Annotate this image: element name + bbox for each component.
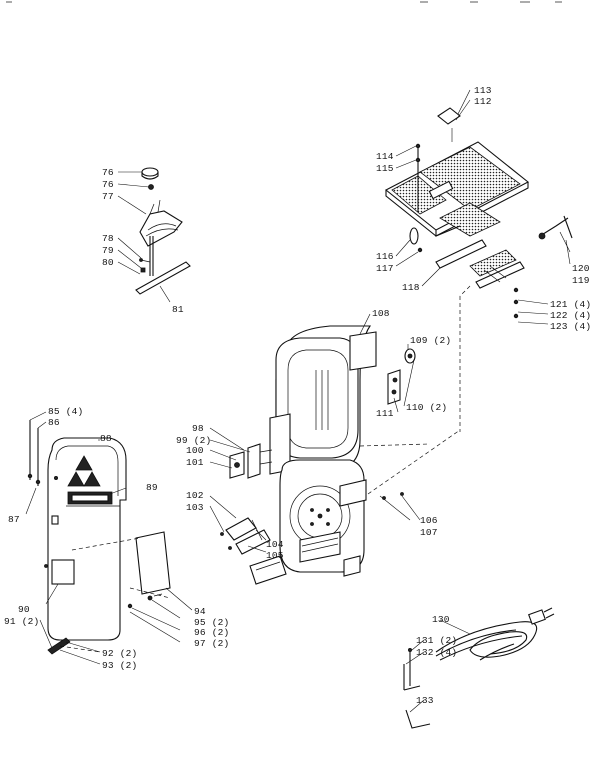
label-120: 120: [572, 263, 590, 274]
label-95: 95 (2): [194, 617, 229, 628]
label-105: 105: [266, 550, 284, 561]
label-101: 101: [186, 457, 204, 468]
power-cord-assembly: [403, 607, 555, 729]
label-109: 109 (2): [410, 335, 451, 346]
label-110: 110 (2): [406, 402, 447, 413]
bracket-assembly: [209, 427, 273, 479]
frame-assembly: [269, 285, 471, 577]
label-87: 87: [8, 514, 20, 525]
label-97: 97 (2): [194, 638, 229, 649]
label-114: 114: [376, 151, 394, 162]
label-122: 122 (4): [550, 310, 591, 321]
part-number-labels: 76 76 77 78 79 80 81 113 112 114 115 116…: [4, 85, 591, 706]
label-81: 81: [172, 304, 184, 315]
label-121: 121 (4): [550, 299, 591, 310]
label-96: 96 (2): [194, 627, 229, 638]
label-104: 104: [266, 539, 284, 550]
label-102: 102: [186, 490, 204, 501]
label-98: 98: [192, 423, 204, 434]
label-76-lower: 76: [102, 179, 114, 190]
label-118: 118: [402, 282, 420, 293]
lower-guide-assembly: [209, 495, 287, 585]
wheel-cover-assembly: [25, 411, 193, 665]
miter-gauge-assembly: [117, 167, 191, 303]
label-88: 88: [100, 433, 112, 444]
label-106: 106: [420, 515, 438, 526]
label-86: 86: [48, 417, 60, 428]
label-99: 99 (2): [176, 435, 211, 446]
label-115: 115: [376, 163, 394, 174]
label-108: 108: [372, 308, 390, 319]
label-94: 94: [194, 606, 206, 617]
label-80: 80: [102, 257, 114, 268]
label-93: 93 (2): [102, 660, 137, 671]
label-79: 79: [102, 245, 114, 256]
label-117: 117: [376, 263, 394, 274]
label-91: 91 (2): [4, 616, 39, 627]
label-77: 77: [102, 191, 114, 202]
label-116: 116: [376, 251, 394, 262]
label-112: 112: [474, 96, 492, 107]
label-111: 111: [376, 408, 394, 419]
label-78: 78: [102, 233, 114, 244]
label-100: 100: [186, 445, 204, 456]
label-92: 92 (2): [102, 648, 137, 659]
label-103: 103: [186, 502, 204, 513]
table-assembly: [384, 89, 573, 325]
label-85: 85 (4): [48, 406, 83, 417]
label-89: 89: [146, 482, 158, 493]
label-130: 130: [432, 614, 450, 625]
label-131: 131 (2): [416, 635, 457, 646]
label-133: 133: [416, 695, 434, 706]
label-76-upper: 76: [102, 167, 114, 178]
label-132: 132 (4): [416, 647, 457, 658]
label-119: 119: [572, 275, 590, 286]
label-107: 107: [420, 527, 438, 538]
label-113: 113: [474, 85, 492, 96]
label-90: 90: [18, 604, 30, 615]
label-123: 123 (4): [550, 321, 591, 332]
